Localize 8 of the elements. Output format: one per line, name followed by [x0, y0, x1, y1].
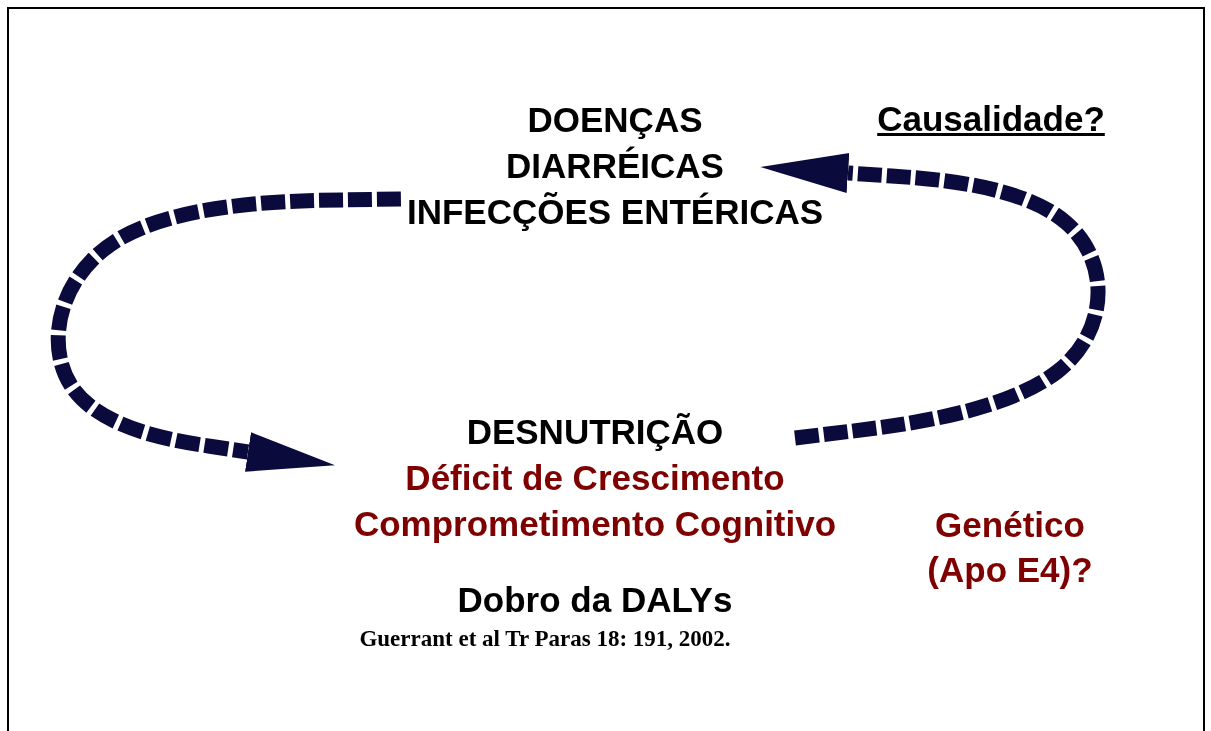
question-heading: Causalidade? [876, 98, 1106, 140]
summary-text: Dobro da DALYs [456, 579, 734, 621]
node-heading: DESNUTRIÇÃO [466, 411, 724, 453]
node-heading: DOENÇAS DIARRÉICAS [505, 99, 725, 187]
note-text: Genético (Apo E4)? [926, 504, 1094, 591]
node-text: Déficit de Crescimento Comprometimento Cognitivo [352, 457, 838, 545]
node-text: INFECÇÕES ENTÉRICAS [406, 191, 824, 233]
citation-text: Guerrant et al Tr Paras 18: 191, 2002. [358, 625, 732, 653]
